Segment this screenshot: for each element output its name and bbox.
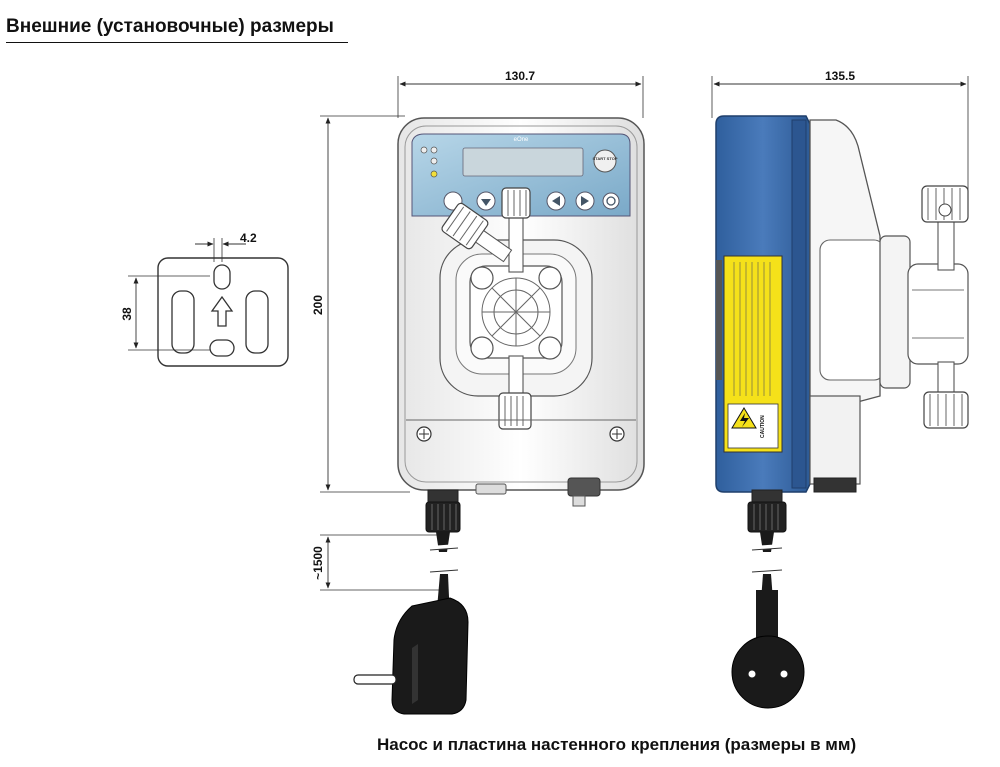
right-arrow-icon: [581, 196, 589, 206]
slot-spacing-dim: 38: [120, 307, 134, 321]
front-width-dim: 130.7: [505, 69, 535, 83]
wall-mounting-plate: 4.2 38: [120, 231, 289, 367]
figure-caption: Насос и пластина настенного крепления (р…: [377, 735, 857, 754]
lcd-display: [462, 147, 584, 177]
caution-label: CAUTION: [760, 415, 766, 438]
slot-width-dim: 4.2: [240, 231, 257, 245]
refresh-icon: [606, 196, 616, 206]
pump-side-view: CAUTION: [715, 115, 969, 533]
schuko-plug-front-icon: [731, 635, 805, 709]
down-arrow-icon: [481, 199, 491, 206]
pump-front-view: eOne START STOP: [397, 117, 645, 533]
start-stop-button: [593, 149, 617, 173]
page-heading: Внешние (установочные) размеры: [6, 16, 348, 43]
front-dimensions: 130.7 200 ~1500: [311, 69, 644, 591]
start-stop-label: START STOP: [593, 156, 618, 161]
cable-length-dim: ~1500: [311, 546, 325, 580]
height-dim: 200: [311, 295, 325, 315]
side-dimensions: 135.5: [711, 69, 969, 200]
side-width-dim: 135.5: [825, 69, 855, 83]
up-arrow-icon: [210, 295, 234, 327]
schuko-plug-side-icon: [353, 597, 469, 715]
left-arrow-icon: [552, 196, 560, 206]
side-power-cable: [751, 532, 783, 640]
brand-logo: eOne: [514, 137, 529, 143]
